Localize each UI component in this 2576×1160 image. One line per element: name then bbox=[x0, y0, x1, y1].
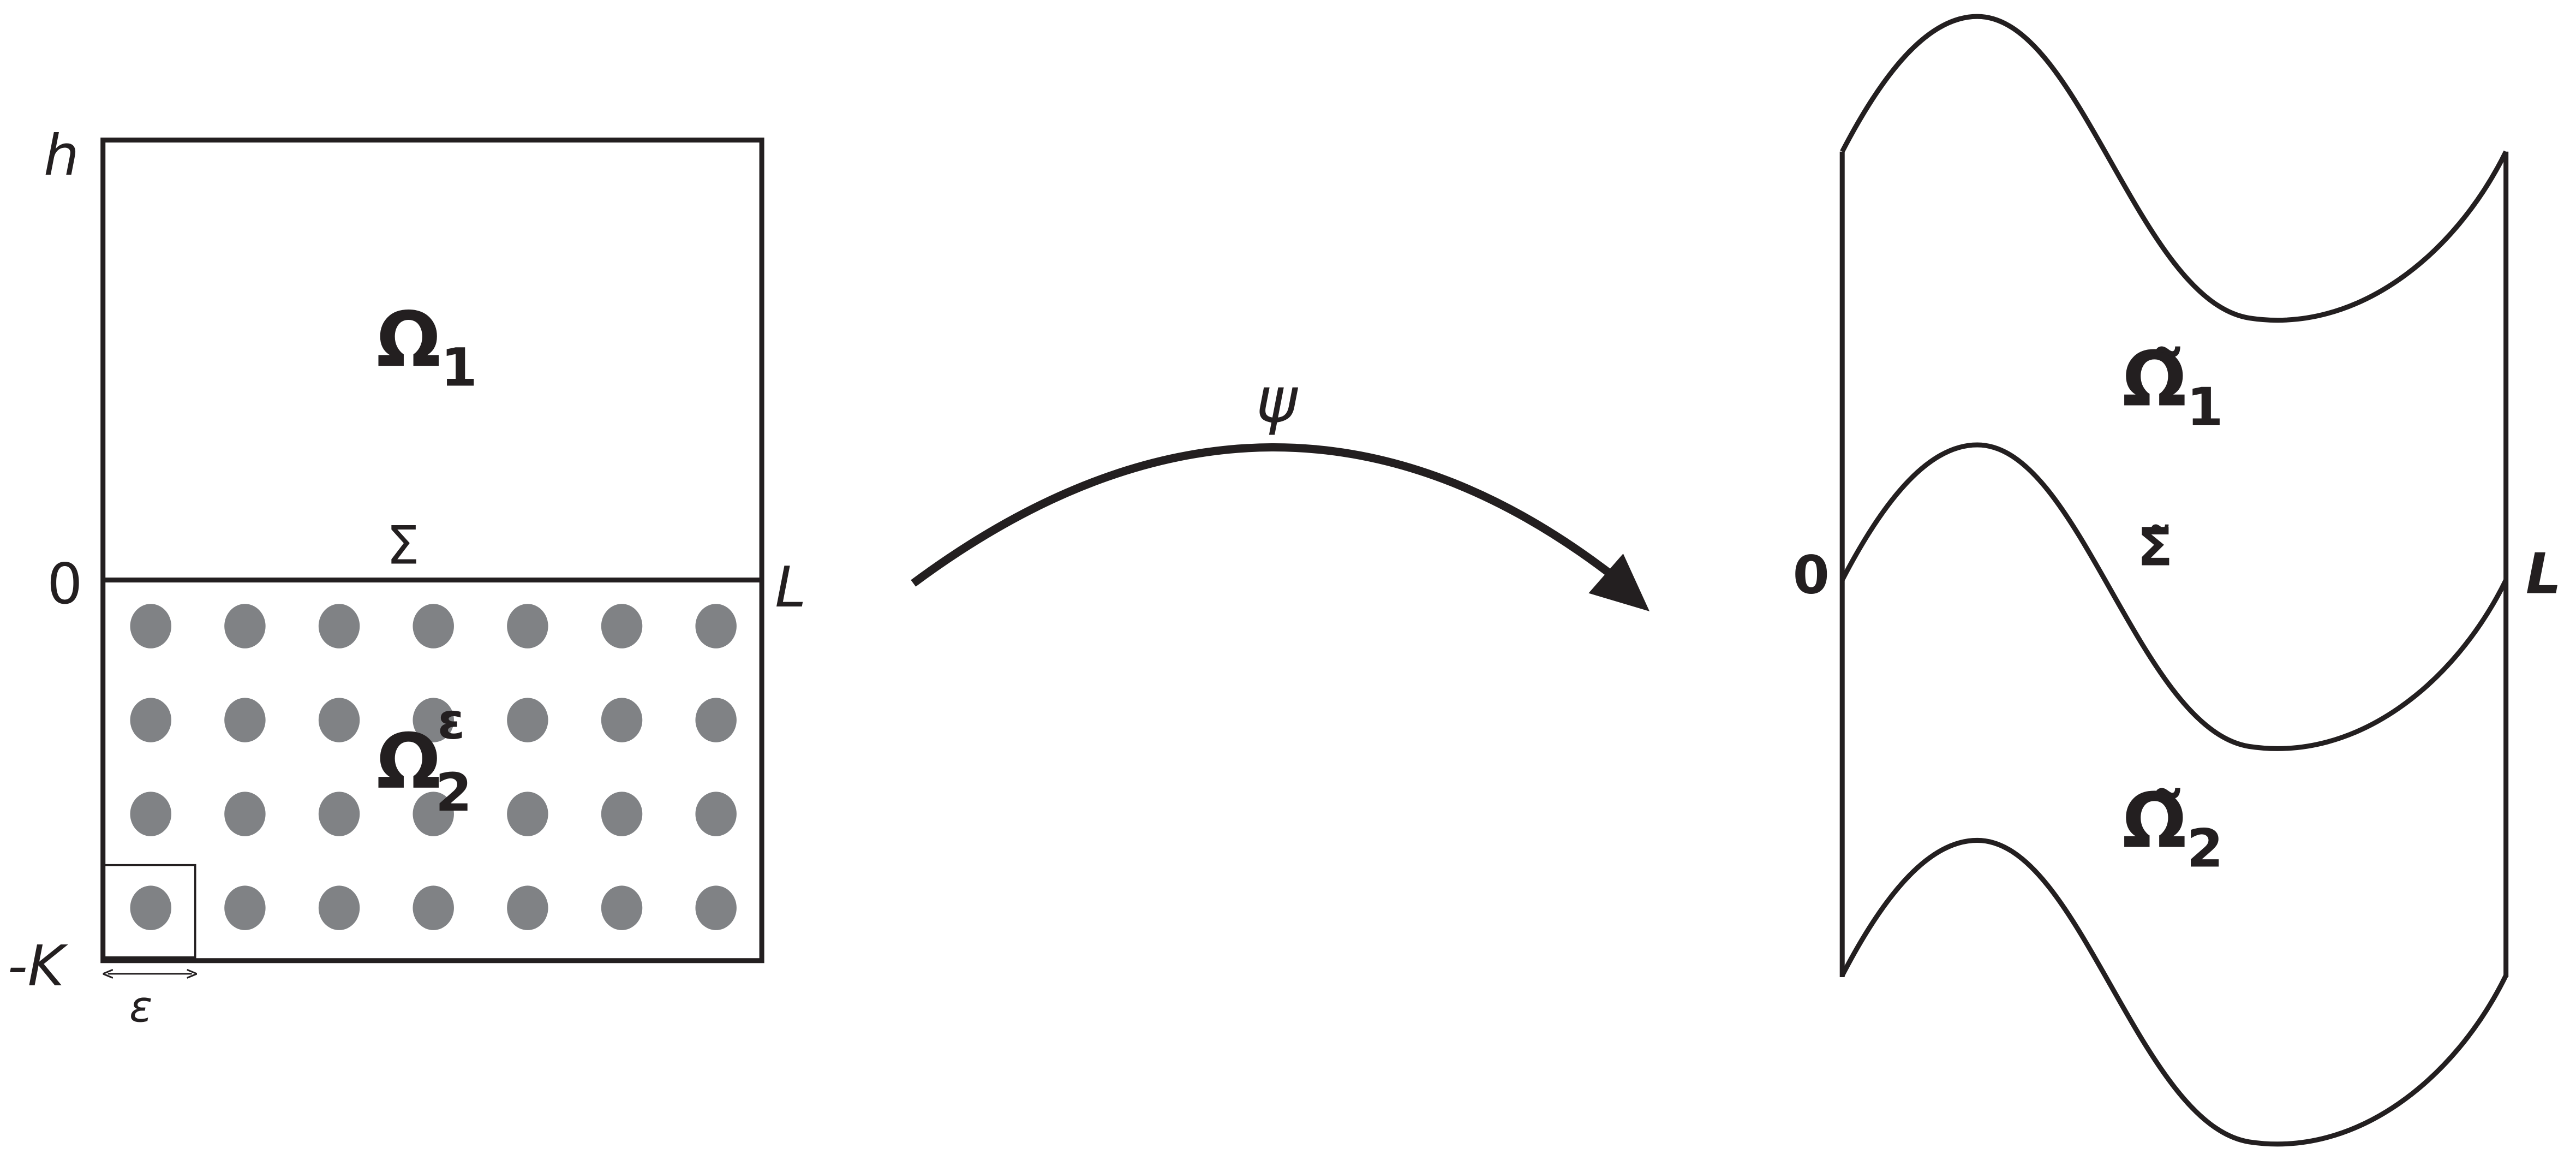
inclusion-dot bbox=[224, 792, 266, 836]
inclusion-dot bbox=[507, 792, 548, 836]
inclusion-dot bbox=[413, 792, 454, 836]
inclusion-dot bbox=[695, 698, 737, 742]
label-zero: 0 bbox=[47, 552, 82, 617]
inclusion-dot bbox=[413, 885, 454, 930]
inclusion-dot bbox=[224, 885, 266, 930]
interface-curve bbox=[1840, 442, 2508, 751]
inclusion-dot bbox=[318, 604, 360, 649]
periodic-cell bbox=[101, 864, 196, 959]
label-psi: ψ bbox=[1256, 365, 1299, 437]
inclusion-dot bbox=[601, 885, 643, 930]
inclusion-dot bbox=[130, 792, 171, 836]
label-sigma-tilde: Σ̃ bbox=[2137, 516, 2173, 578]
inclusion-dot bbox=[224, 604, 266, 649]
arrow-curve bbox=[911, 443, 1621, 587]
label-sigma: Σ bbox=[386, 514, 420, 576]
label-L: L bbox=[775, 555, 806, 620]
inclusion-dot bbox=[413, 698, 454, 742]
domain-boundary bbox=[100, 138, 764, 963]
inclusion-dot bbox=[507, 885, 548, 930]
label-zero-right: 0 bbox=[1793, 544, 1830, 606]
inclusion-dot bbox=[695, 604, 737, 649]
inclusion-dot bbox=[413, 604, 454, 649]
inclusion-dot bbox=[695, 885, 737, 930]
inclusion-dot bbox=[130, 885, 171, 930]
inclusion-dot bbox=[601, 792, 643, 836]
map-arrow: ψ bbox=[911, 365, 1650, 611]
label-omega1-tilde: Ω̃1 bbox=[2122, 335, 2223, 438]
inclusion-dot bbox=[318, 698, 360, 742]
inclusion-dot bbox=[695, 792, 737, 836]
right-domain bbox=[1839, 14, 2509, 1147]
inclusion-dot bbox=[507, 604, 548, 649]
inclusion-dot bbox=[601, 604, 643, 649]
label-epsilon: ε bbox=[129, 981, 152, 1032]
inclusion-dot bbox=[601, 698, 643, 742]
top-boundary-curve bbox=[1840, 14, 2508, 323]
label-omega1: Ω1 bbox=[376, 295, 477, 398]
label-omega2-tilde: Ω̃2 bbox=[2122, 776, 2223, 879]
inclusion-dot bbox=[130, 698, 171, 742]
arrow-head bbox=[1588, 554, 1650, 611]
inclusion-dot bbox=[318, 885, 360, 930]
inclusion-dot bbox=[130, 604, 171, 649]
label-L-right: L bbox=[2526, 542, 2561, 607]
inclusion-dot bbox=[318, 792, 360, 836]
label-h: h bbox=[44, 123, 79, 188]
inclusion-dot bbox=[507, 698, 548, 742]
bottom-boundary-curve bbox=[1840, 837, 2508, 1147]
inclusion-dot bbox=[224, 698, 266, 742]
right-labels: 0 L Ω̃1 Σ̃ Ω̃2 bbox=[1793, 335, 2562, 879]
label-minus-K: -K bbox=[8, 934, 69, 999]
inclusion-grid bbox=[130, 604, 737, 930]
